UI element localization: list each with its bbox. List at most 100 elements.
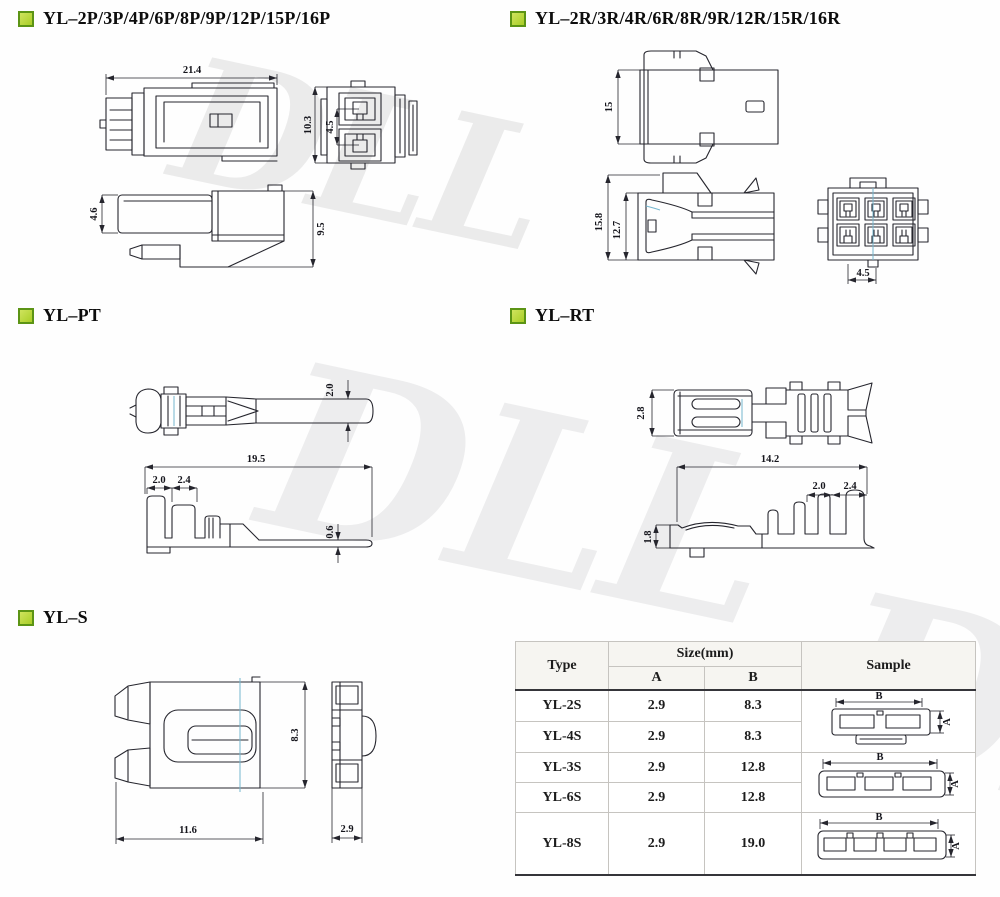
rt-terminal-top-view-drawing: 2.8 [636, 381, 873, 445]
p-series-latch-view-drawing: 4.6 9.5 [89, 184, 327, 268]
s-side-view-drawing: 2.9 [331, 681, 377, 843]
r-series-top-view-drawing: 15 [604, 50, 779, 164]
section-header-s: YL–S [18, 607, 88, 628]
table-row: YL-3S 2.9 12.8 [515, 752, 976, 813]
dim-label: B [875, 812, 882, 823]
dim-label: 4.5 [856, 268, 869, 279]
rt-terminal-side-view-drawing: 14.2 2.0 2.4 1.8 [643, 454, 875, 558]
dimension-crimp-b: 2.4 [832, 481, 867, 498]
dim-label: 15 [604, 102, 615, 113]
retainer-side-outline [331, 681, 377, 789]
sample-cell-4slot: B A [801, 812, 976, 876]
table-row: YL-4S 2.9 8.3 [515, 721, 976, 753]
plug-front-outline [320, 80, 418, 170]
green-square-bullet [18, 10, 34, 27]
section-header-pt: YL–PT [18, 305, 101, 326]
sample-dim-b: B [819, 812, 938, 829]
dimension-pitch: 4.5 [847, 264, 877, 284]
cell-a: 2.9 [608, 782, 705, 813]
dim-label: 2.4 [843, 481, 857, 492]
col-header-type: Type [515, 641, 609, 691]
dim-label: 9.5 [316, 222, 327, 235]
dimension-height: 8.3 [260, 681, 308, 789]
table-row: YL-8S 2.9 19.0 [515, 812, 976, 876]
table-row: YL-6S 2.9 12.8 [515, 782, 976, 813]
cell-b: 19.0 [704, 812, 802, 876]
cell-a: 2.9 [608, 689, 705, 723]
size-table: Type Size(mm) Sample A B YL-2S 2.9 8.3 [515, 641, 976, 876]
dimension-width: 11.6 [115, 782, 264, 844]
col-header-sample: Sample [801, 641, 976, 691]
dim-label: 1.8 [643, 530, 654, 543]
retainer-outline [114, 676, 261, 789]
dim-label: 4.5 [325, 120, 336, 133]
dimension-latch-height: 4.6 [89, 194, 118, 234]
table-row: YL-2S 2.9 8.3 [515, 689, 976, 753]
sample-cell-2slot: B A [801, 689, 976, 753]
pt-terminal-top-view-drawing: 2.0 [129, 380, 374, 442]
latch-outline [117, 184, 285, 268]
cell-a: 2.9 [608, 752, 705, 783]
section-header-p-series: YL–2P/3P/4P/6P/8P/9P/12P/15P/16P [18, 8, 330, 29]
cell-b: 8.3 [704, 689, 802, 723]
sample-cell-3slot: B A [801, 752, 976, 813]
sample-dim-b: B [835, 691, 922, 707]
dimension-pin-width: 2.0 [325, 380, 351, 442]
socket-terminal-outline [673, 381, 873, 445]
sample-3slot-drawing: B A [817, 752, 961, 798]
section-header-r-series: YL–2R/3R/4R/6R/8R/9R/12R/15R/16R [510, 8, 840, 29]
dim-label: 2.9 [340, 824, 353, 835]
dim-label: 11.6 [179, 825, 197, 836]
dim-label: 4.6 [89, 207, 100, 220]
s-main-view-drawing: 8.3 11.6 [114, 676, 308, 844]
dim-label: 2.0 [152, 475, 165, 486]
col-header-a: A [608, 666, 705, 691]
dimension-height: 1.8 [643, 524, 672, 549]
dimension-total-length: 19.5 [144, 454, 373, 537]
dimension-total-width: 21.4 [105, 65, 278, 95]
sample-2slot-drawing: B A [830, 691, 953, 745]
section-title-pt: YL–PT [43, 305, 102, 325]
scan-accent-line [645, 205, 661, 211]
green-square-bullet [510, 307, 526, 324]
section-title-r-series: YL–2R/3R/4R/6R/8R/9R/12R/15R/16R [535, 8, 841, 28]
dimension-crimp-a: 2.0 [146, 475, 173, 502]
p-series-side-view-drawing: 21.4 [99, 65, 278, 162]
dimension-crimp-a: 2.0 [806, 481, 833, 502]
cell-type: YL-2S [515, 689, 609, 723]
dimension-inner-height: 12.7 [612, 192, 638, 260]
r-series-front-view-drawing: 4.5 [817, 177, 929, 284]
dimension-pin-thickness: 0.6 [325, 524, 341, 563]
dim-label: 10.3 [303, 116, 314, 134]
cell-b: 8.3 [704, 721, 802, 753]
dim-label: 12.7 [612, 221, 623, 239]
cell-type: YL-3S [515, 752, 609, 783]
col-header-size: Size(mm) [608, 641, 802, 667]
sample-dim-a: A [945, 834, 962, 858]
dim-label: 2.0 [325, 383, 336, 396]
sample-dim-a: A [944, 772, 961, 796]
cell-type: YL-8S [515, 812, 609, 876]
dim-label: B [875, 691, 882, 702]
section-title-s: YL–S [43, 607, 88, 627]
dim-label: A [950, 780, 961, 788]
dim-label: 2.0 [812, 481, 825, 492]
socket-terminal-profile [669, 489, 875, 558]
dimension-height: 10.3 [303, 86, 327, 164]
cell-a: 2.9 [608, 721, 705, 753]
cell-type: YL-4S [515, 721, 609, 753]
dim-label: B [876, 752, 883, 763]
dim-label: 19.5 [247, 454, 265, 465]
receptacle-top-outline [639, 50, 779, 164]
green-square-bullet [18, 609, 34, 626]
dim-label: 8.3 [290, 728, 301, 741]
dim-label: 15.8 [594, 213, 605, 231]
sample-4slot-drawing: B A [816, 812, 962, 860]
plug-side-outline [99, 82, 278, 162]
dim-label: 2.4 [177, 475, 191, 486]
pin-terminal-outline [129, 386, 374, 436]
dim-label: A [951, 842, 962, 850]
dimension-crimp-b: 2.4 [172, 475, 198, 502]
pt-terminal-side-view-drawing: 19.5 2.0 2.4 0.6 [144, 454, 373, 563]
dim-label: A [942, 718, 953, 726]
